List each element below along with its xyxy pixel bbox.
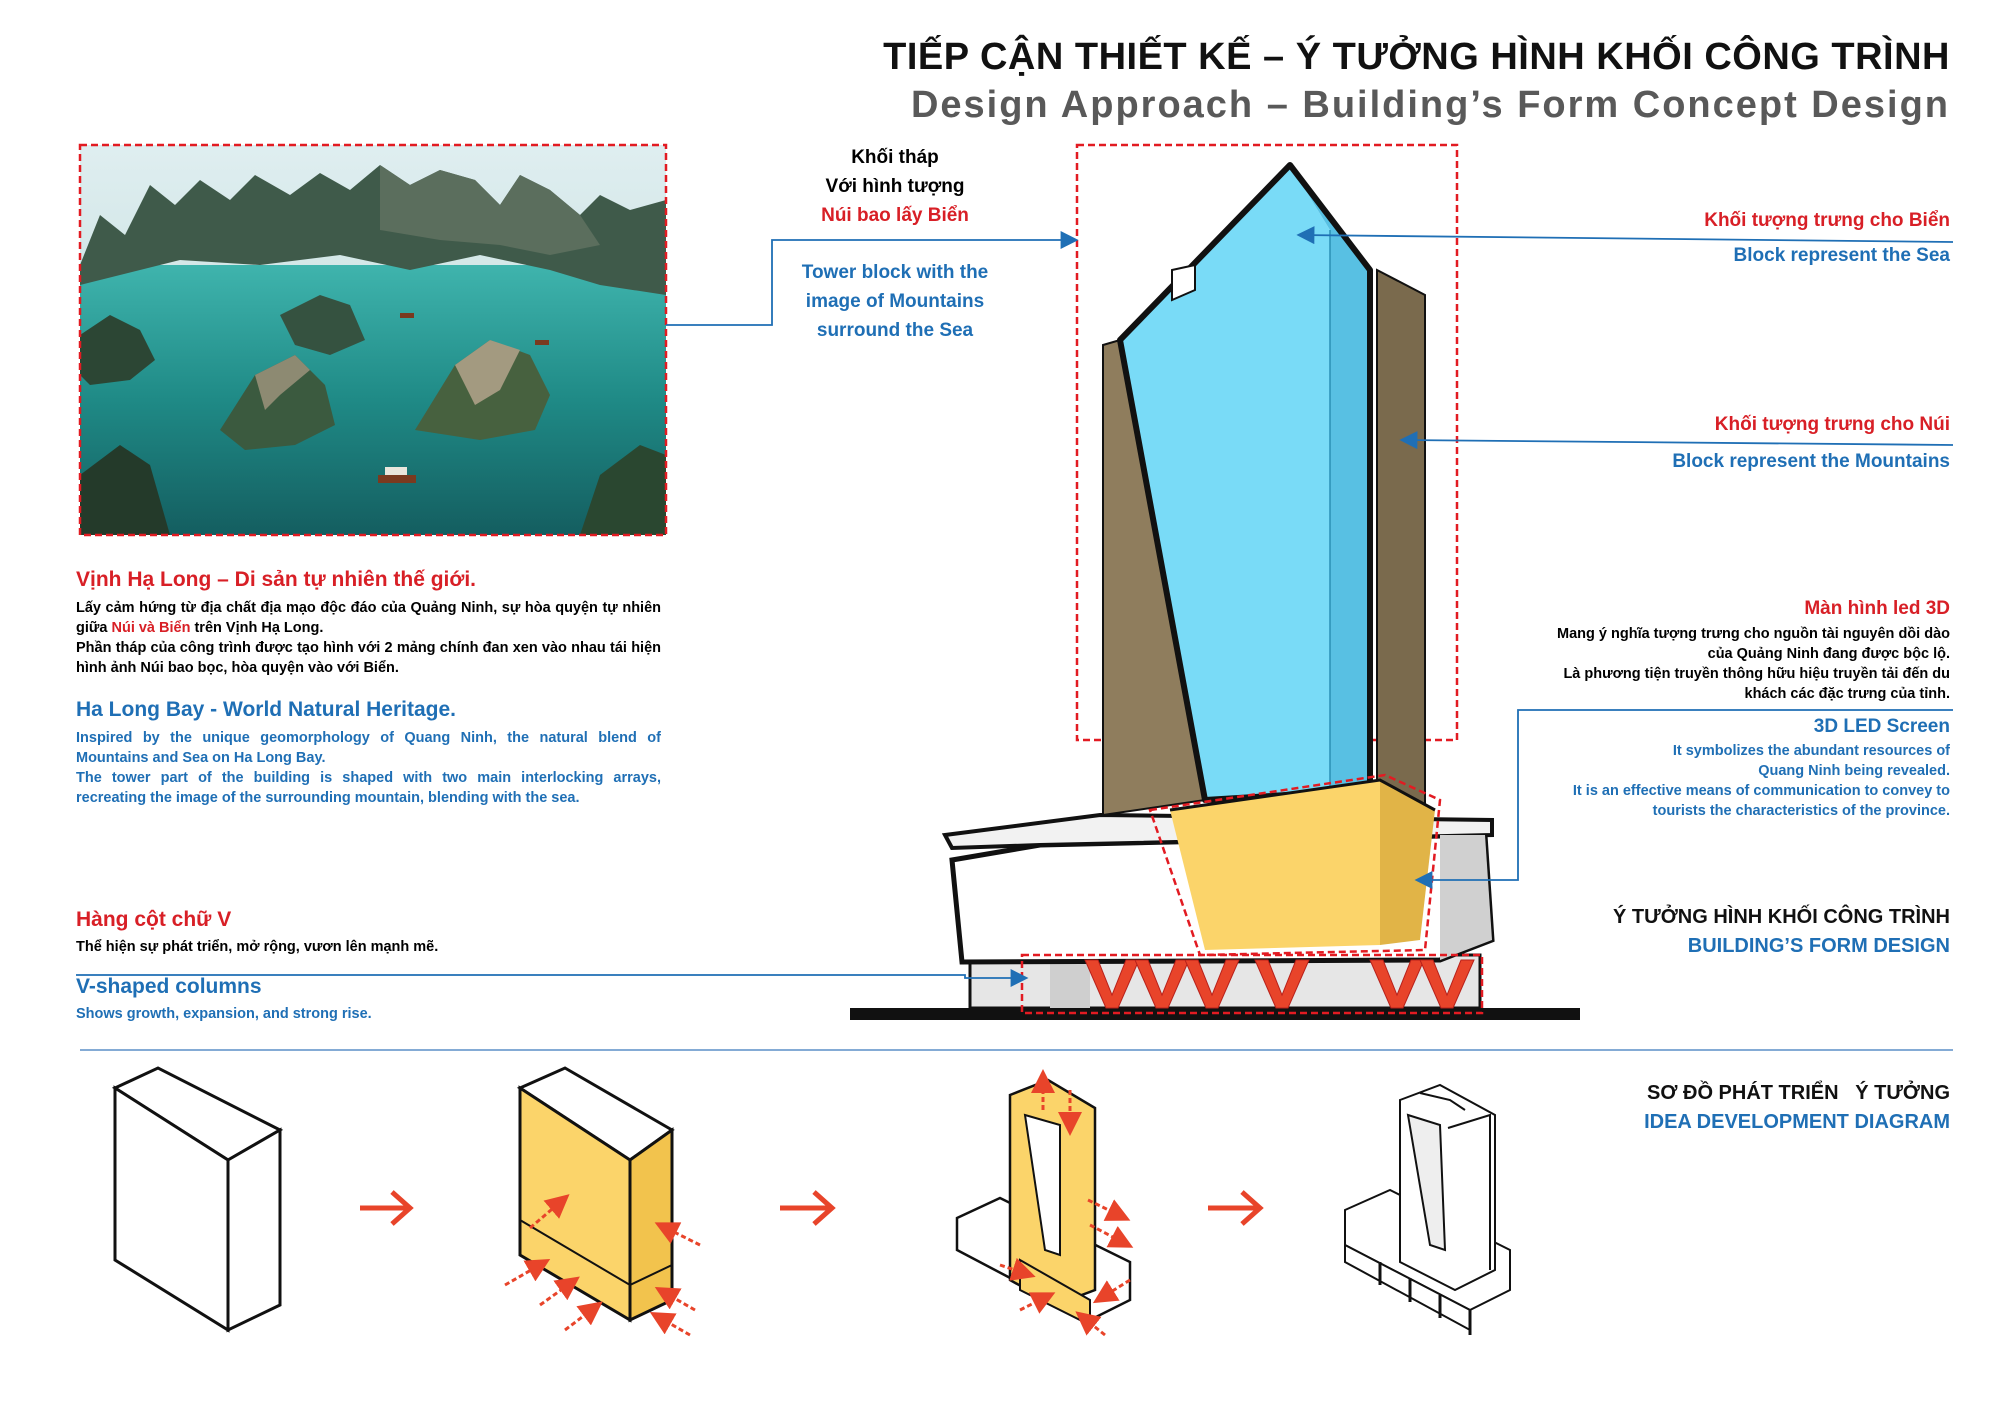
- diagram-title-vi: SƠ ĐỒ PHÁT TRIỂN Ý TƯỞNG: [1647, 1082, 1950, 1104]
- page-title: TIẾP CẬN THIẾT KẾ – Ý TƯỞNG HÌNH KHỐI CÔ…: [883, 36, 1950, 78]
- mountain-note-vi: Khối tượng trưng cho Núi: [1714, 414, 1950, 435]
- halong-vi-p1-end: trên Vịnh Hạ Long.: [190, 620, 324, 636]
- columns-description: Hàng cột chữ V Thể hiện sự phát triển, m…: [76, 908, 661, 1024]
- halong-vi-p2: Phần tháp của công trình được tạo hình v…: [76, 640, 661, 676]
- tower-note-en-1: Tower block with the: [801, 262, 989, 283]
- step-arrow-icon: [360, 1190, 1264, 1226]
- tower-note-vi-highlight: Núi bao lấy Biển: [821, 205, 969, 226]
- tower-note-en-3: surround the Sea: [816, 320, 974, 341]
- led-note-vi-1: Mang ý nghĩa tượng trưng cho nguồn tài n…: [1557, 626, 1950, 642]
- tower-note-en-2: image of Mountains: [805, 291, 985, 312]
- sea-note-en: Block represent the Sea: [1733, 245, 1950, 266]
- led-note-en-title: 3D LED Screen: [1813, 716, 1950, 737]
- building-render: [850, 162, 1580, 1020]
- led-note-vi-title: Màn hình led 3D: [1804, 598, 1950, 619]
- led-note-en-1: It symbolizes the abundant resources of: [1672, 743, 1950, 759]
- led-note-en-3: It is an effective means of communicatio…: [1572, 783, 1950, 799]
- diagram-step-1: [111, 1066, 284, 1333]
- halong-bay-photo: [80, 145, 666, 535]
- sea-note-vi: Khối tượng trưng cho Biển: [1704, 210, 1950, 231]
- tower-note: Khối tháp Với hình tượng Núi bao lấy Biể…: [760, 143, 1030, 230]
- halong-description: Vịnh Hạ Long – Di sản tự nhiên thế giới.…: [76, 568, 661, 808]
- tower-note-vi-2: Với hình tượng: [825, 176, 965, 197]
- diagram-step-3: [955, 1069, 1134, 1337]
- diagram-title-en: IDEA DEVELOPMENT DIAGRAM: [1644, 1111, 1950, 1133]
- led-note-vi-4: khách các đặc trưng của tỉnh.: [1744, 686, 1951, 702]
- led-note-vi-3: Là phương tiện truyền thông hữu hiệu tru…: [1563, 666, 1950, 682]
- form-design-en: BUILDING’S FORM DESIGN: [1687, 935, 1950, 957]
- led-note-vi-2: của Quảng Ninh đang được bộc lộ.: [1707, 646, 1950, 662]
- photo-dashed-frame: [78, 143, 668, 537]
- tower-note-vi-1: Khối tháp: [851, 147, 939, 168]
- leader-lines: [76, 226, 1954, 987]
- mountain-note-en: Block represent the Mountains: [1672, 451, 1950, 472]
- idea-diagram: [111, 1066, 1511, 1337]
- form-design-vi: Ý TƯỞNG HÌNH KHỐI CÔNG TRÌNH: [1613, 906, 1950, 928]
- led-note-en-2: Quang Ninh being revealed.: [1758, 763, 1950, 779]
- columns-vi-text: Thể hiện sự phát triển, mở rộng, vươn lê…: [76, 939, 439, 955]
- halong-vi-p1-highlight: Núi và Biển: [111, 620, 191, 636]
- tower-note-en: Tower block with the image of Mountains …: [760, 258, 1030, 345]
- diagram-step-4: [1344, 1083, 1511, 1335]
- halong-vi-title: Vịnh Hạ Long – Di sản tự nhiên thế giới.: [76, 568, 476, 591]
- halong-en-p1: Inspired by the unique geomorphology of …: [76, 730, 661, 766]
- halong-en-p2: The tower part of the building is shaped…: [76, 770, 661, 806]
- columns-en-text: Shows growth, expansion, and strong rise…: [76, 1006, 372, 1022]
- diagram-step-2: [504, 1066, 701, 1337]
- columns-vi-title: Hàng cột chữ V: [76, 908, 232, 931]
- halong-en-title: Ha Long Bay - World Natural Heritage.: [76, 698, 456, 721]
- halong-bay-illustration: [80, 145, 666, 535]
- tower-dashed-frame: [1075, 143, 1459, 742]
- halong-vi-p1-start: Lấy cảm hứng từ địa chất địa mạo độc đáo…: [76, 600, 661, 636]
- halong-vi-p1: Lấy cảm hứng từ địa chất địa mạo độc đáo…: [76, 598, 661, 638]
- page-subtitle: Design Approach – Building’s Form Concep…: [910, 84, 1950, 126]
- led-note-en-4: tourists the characteristics of the prov…: [1652, 803, 1950, 819]
- columns-en-title: V-shaped columns: [76, 975, 262, 998]
- led-note: Màn hình led 3D Mang ý nghĩa tượng trưng…: [1557, 598, 1950, 821]
